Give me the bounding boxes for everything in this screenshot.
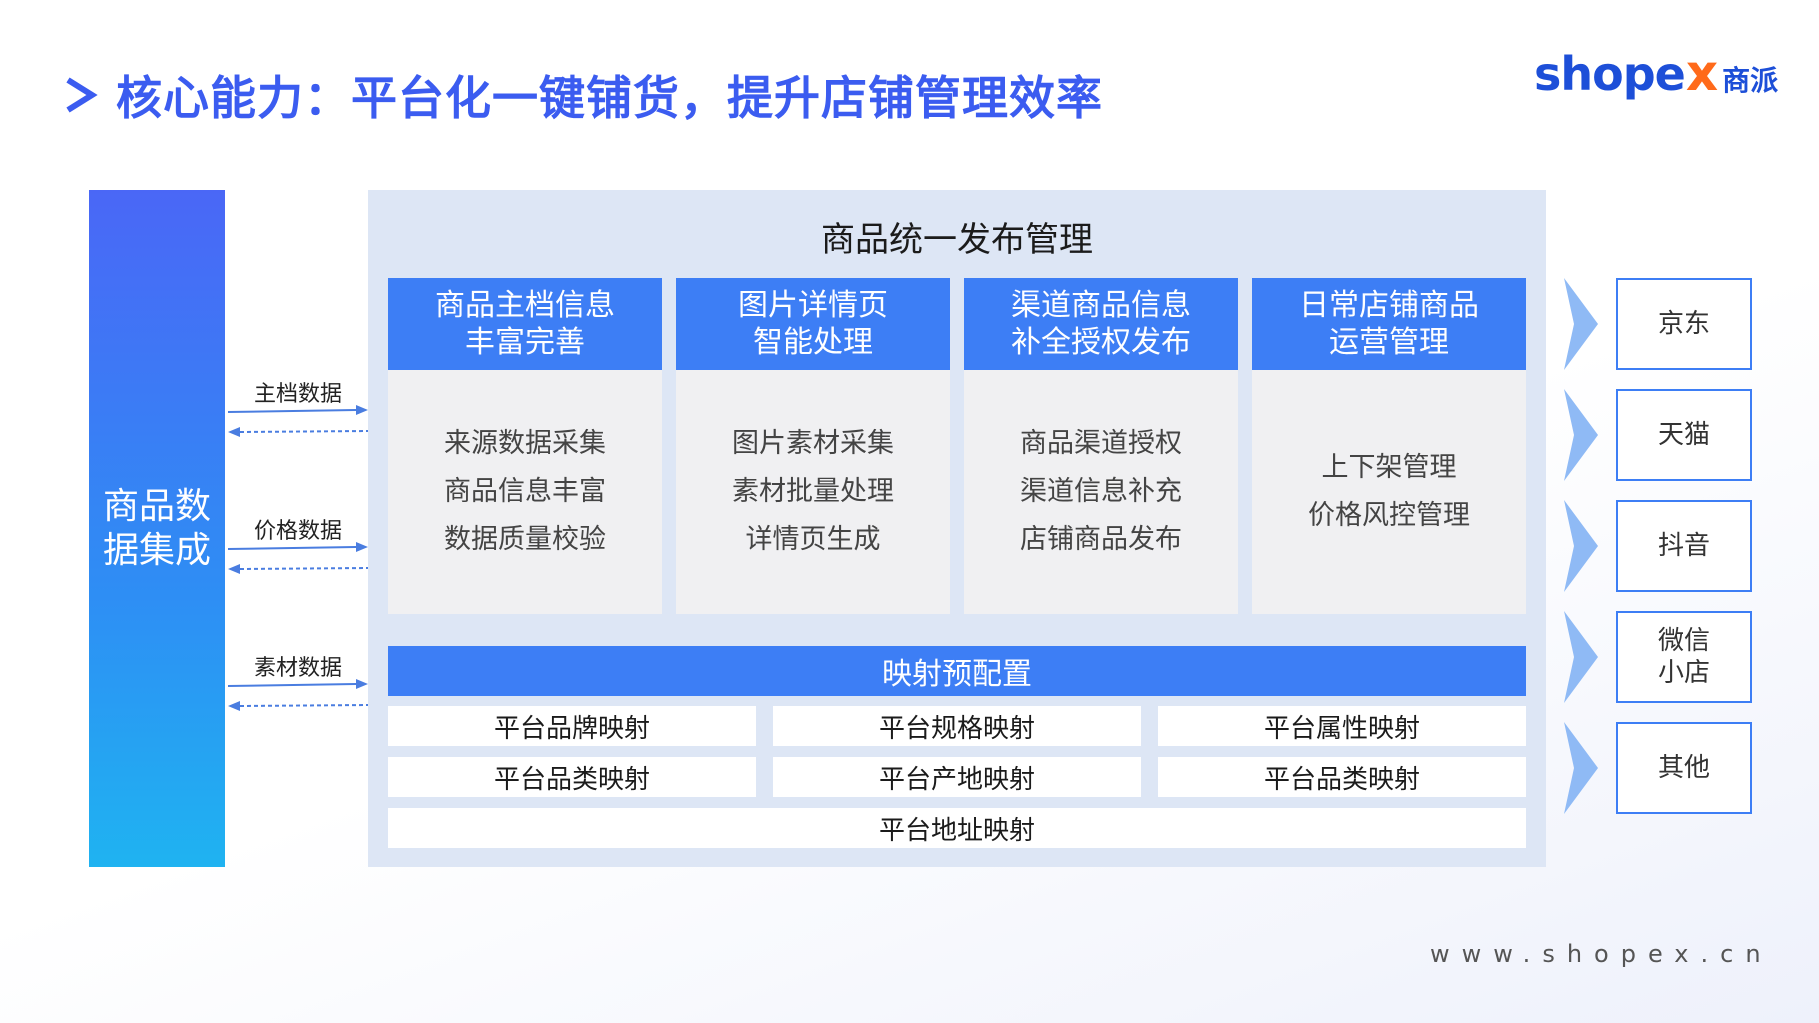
card-body: 图片素材采集 素材批量处理 详情页生成 [676, 370, 950, 614]
card-item: 渠道信息补充 [1020, 476, 1182, 507]
card-body: 上下架管理 价格风控管理 [1252, 370, 1526, 614]
platform-label: 天猫 [1657, 420, 1710, 450]
platform-other: 其他 [1616, 722, 1752, 814]
card-header-line: 商品主档信息 [435, 288, 615, 323]
card-header: 商品主档信息 丰富完善 [388, 278, 662, 370]
platform-label: 微信小店 [1657, 626, 1710, 688]
logo-wordmark: shope [1534, 47, 1686, 101]
chevron-right-icon [1564, 722, 1598, 814]
title-area: 核心能力：平台化一键铺货，提升店铺管理效率 [62, 62, 1103, 128]
logo-chinese: 商派 [1722, 64, 1779, 97]
platform-jd: 京东 [1616, 278, 1752, 370]
flow-label: 价格数据 [253, 519, 342, 544]
platform-label: 抖音 [1657, 531, 1710, 561]
card-item: 价格风控管理 [1308, 500, 1470, 531]
mapping-cell: 平台规格映射 [773, 706, 1141, 746]
chevron-right-icon [1564, 389, 1598, 481]
flow-label: 素材数据 [253, 656, 342, 681]
card-item: 详情页生成 [745, 524, 881, 555]
flow-master-data: 主档数据 [228, 376, 368, 437]
platform-label: 其他 [1657, 753, 1710, 783]
card-store-operation: 日常店铺商品 运营管理 上下架管理 价格风控管理 [1252, 278, 1526, 614]
card-item: 店铺商品发布 [1020, 524, 1182, 555]
publish-management-panel: 商品统一发布管理 商品主档信息 丰富完善 来源数据采集 商品信息丰富 数据质量校… [368, 190, 1546, 867]
platform-label: 京东 [1657, 309, 1710, 339]
chevron-right-icon [1564, 611, 1598, 703]
card-body: 来源数据采集 商品信息丰富 数据质量校验 [388, 370, 662, 614]
card-header-line: 图片详情页 [738, 288, 888, 323]
logo-x-mark: x [1685, 44, 1719, 102]
flow-material-data: 素材数据 [228, 650, 368, 711]
card-item: 上下架管理 [1321, 452, 1457, 483]
mapping-preconfig-header: 映射预配置 [388, 646, 1526, 696]
chevron-right-icon [66, 77, 98, 113]
card-header-line: 运营管理 [1329, 325, 1449, 360]
card-item: 商品信息丰富 [444, 476, 606, 507]
card-body: 商品渠道授权 渠道信息补充 店铺商品发布 [964, 370, 1238, 614]
card-header: 日常店铺商品 运营管理 [1252, 278, 1526, 370]
platform-douyin: 抖音 [1616, 500, 1752, 592]
mapping-cell: 平台品类映射 [388, 757, 756, 797]
card-header-line: 智能处理 [753, 325, 873, 360]
card-item: 数据质量校验 [444, 524, 606, 555]
flow-price-data: 价格数据 [228, 513, 368, 574]
card-master-info: 商品主档信息 丰富完善 来源数据采集 商品信息丰富 数据质量校验 [388, 278, 662, 614]
mapping-cell: 平台地址映射 [388, 808, 1526, 848]
data-integration-label: 商品数据集成 [102, 485, 211, 571]
platform-wechat-store: 微信小店 [1616, 611, 1752, 703]
shopex-logo: shope x 商派 [1534, 44, 1778, 102]
flow-label: 主档数据 [253, 382, 342, 407]
card-header: 渠道商品信息 补全授权发布 [964, 278, 1238, 370]
page-title: 核心能力：平台化一键铺货，提升店铺管理效率 [116, 71, 1103, 125]
card-channel-info: 渠道商品信息 补全授权发布 商品渠道授权 渠道信息补充 店铺商品发布 [964, 278, 1238, 614]
card-header-line: 日常店铺商品 [1299, 288, 1479, 323]
mapping-cell: 平台品类映射 [1158, 757, 1526, 797]
card-image-detail: 图片详情页 智能处理 图片素材采集 素材批量处理 详情页生成 [676, 278, 950, 614]
card-item: 来源数据采集 [444, 428, 606, 459]
bidirectional-arrow-icon [228, 679, 368, 711]
card-header-line: 渠道商品信息 [1011, 288, 1191, 323]
card-item: 商品渠道授权 [1020, 428, 1182, 459]
card-item: 图片素材采集 [732, 428, 894, 459]
website-url: www.shopex.cn [1430, 940, 1773, 968]
mapping-cell: 平台属性映射 [1158, 706, 1526, 746]
bidirectional-arrow-icon [228, 405, 368, 437]
chevron-right-icon [1564, 500, 1598, 592]
panel-title: 商品统一发布管理 [821, 220, 1093, 260]
platform-tmall: 天猫 [1616, 389, 1752, 481]
card-header: 图片详情页 智能处理 [676, 278, 950, 370]
bidirectional-arrow-icon [228, 542, 368, 574]
data-integration-bar: 商品数据集成 [89, 190, 225, 867]
card-item: 素材批量处理 [732, 476, 894, 507]
chevron-right-icon [1564, 278, 1598, 370]
card-header-line: 补全授权发布 [1011, 325, 1191, 360]
mapping-cell: 平台产地映射 [773, 757, 1141, 797]
card-header-line: 丰富完善 [465, 325, 585, 360]
mapping-cell: 平台品牌映射 [388, 706, 756, 746]
